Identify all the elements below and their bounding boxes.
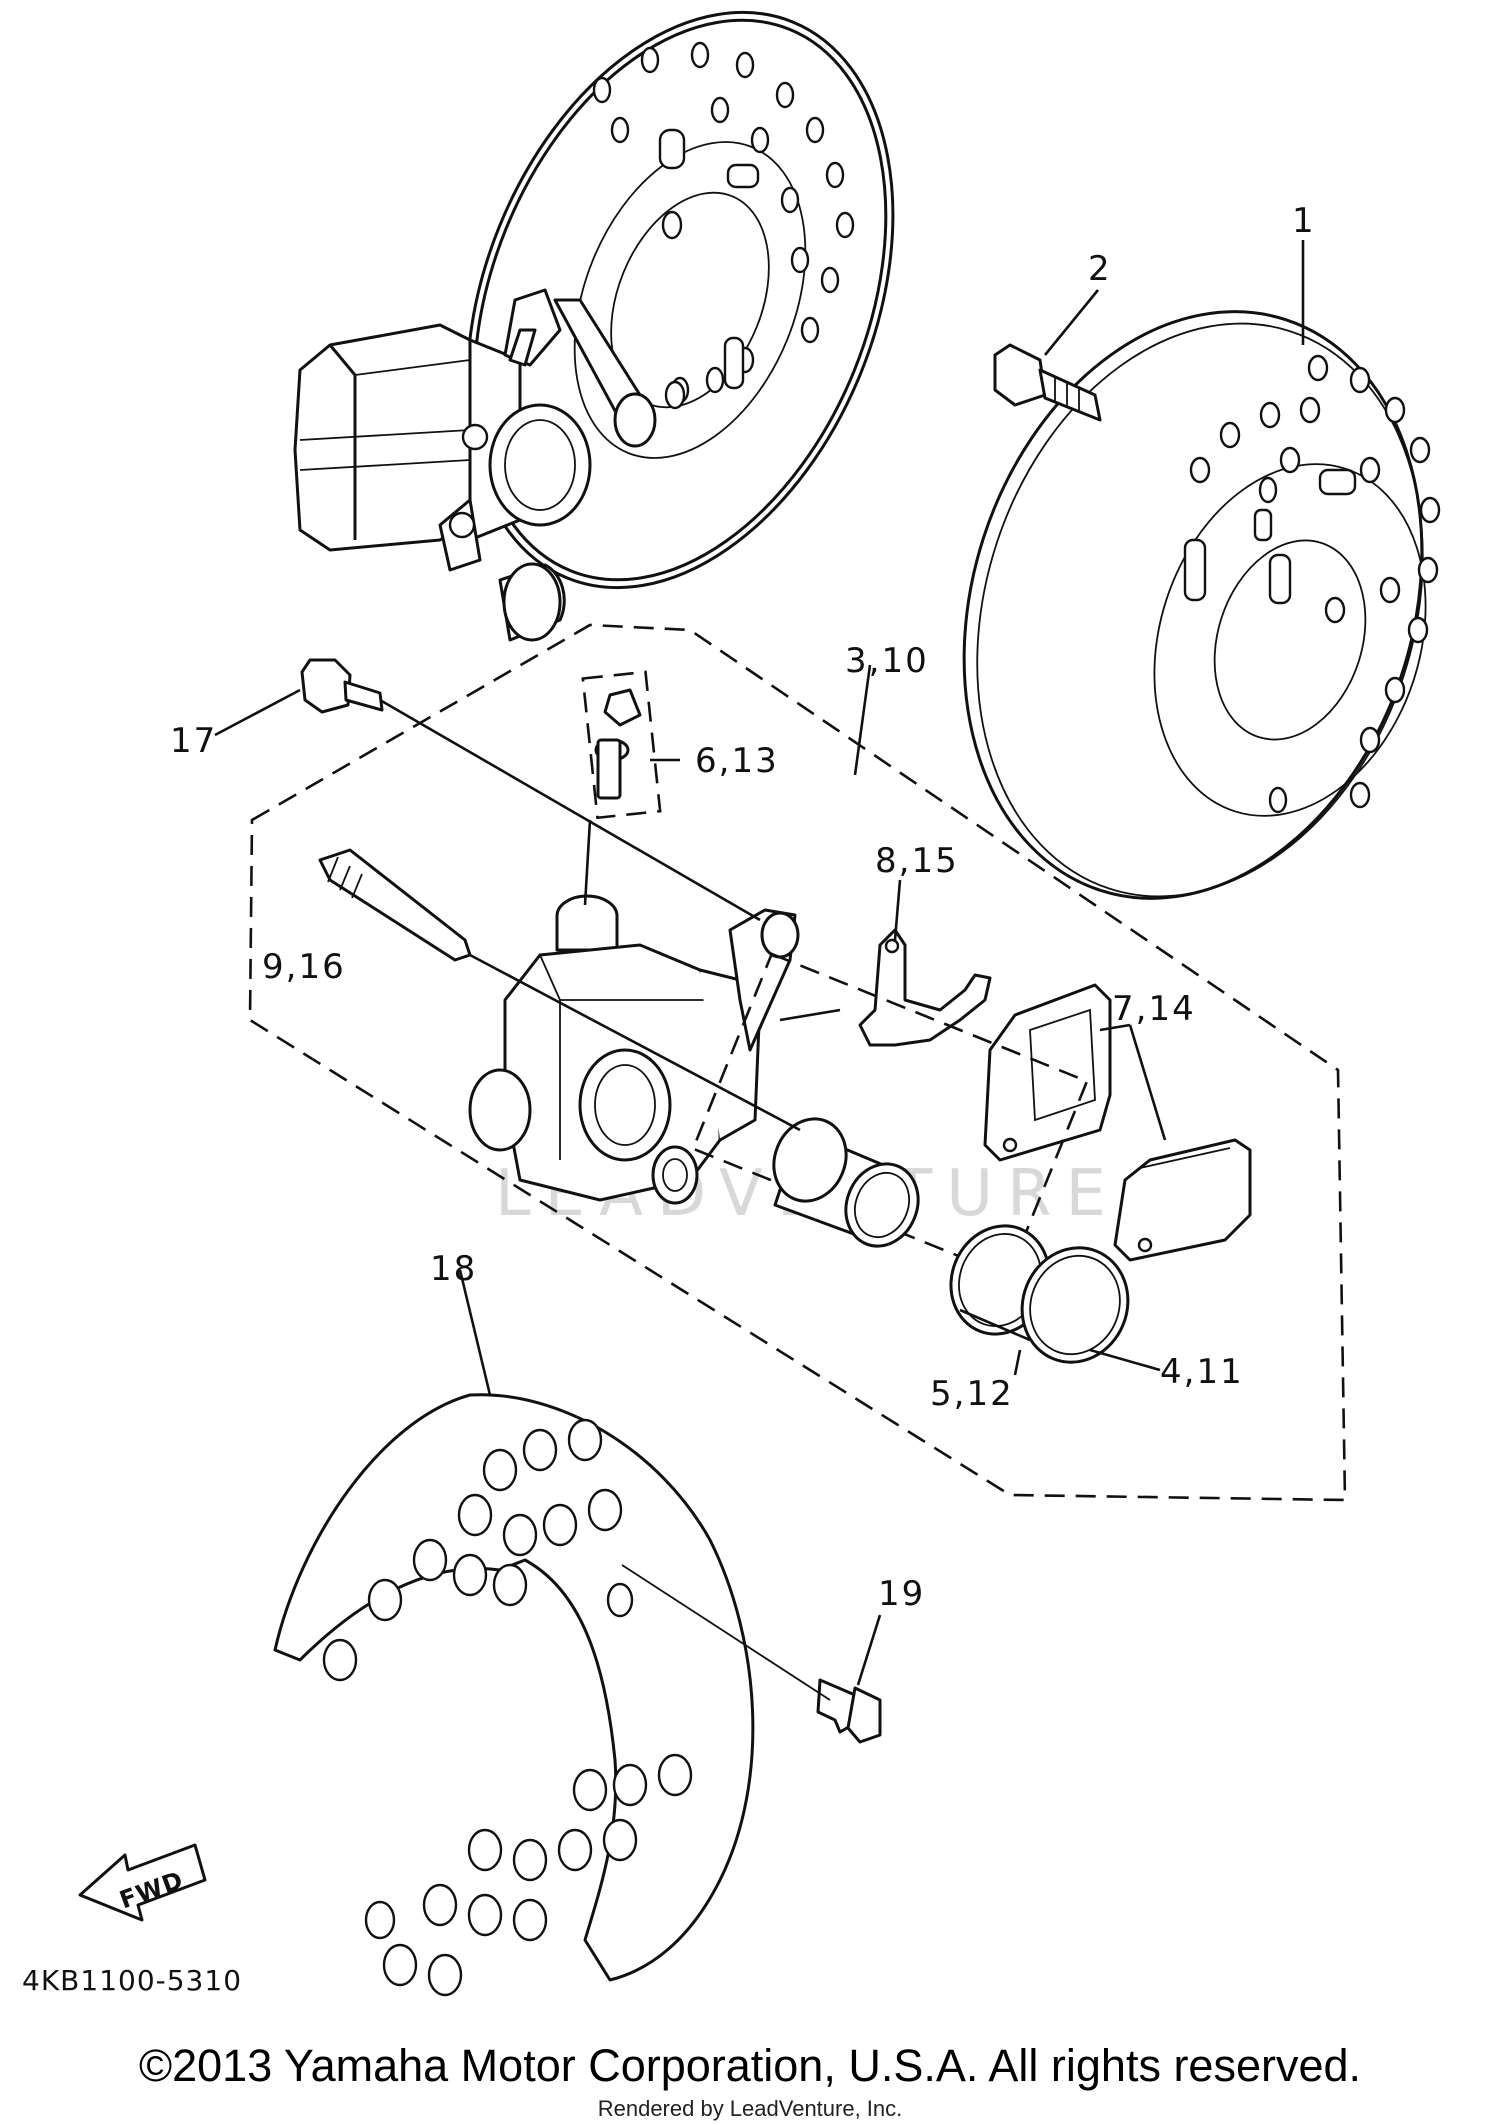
bolt-part-2: [993, 343, 1102, 422]
callout-17: 17: [170, 721, 217, 761]
callout-19: 19: [878, 1574, 925, 1614]
leader-lines: [214, 240, 1305, 1701]
copyright-notice: ©2013 Yamaha Motor Corporation, U.S.A. A…: [138, 2040, 1362, 2091]
diagram-code: 4KB1100-5310: [22, 1964, 242, 1997]
brake-disc-part-1: [962, 310, 1441, 900]
callout-3-10: 3,10: [845, 641, 929, 681]
pad-spring-part-8-15: [858, 928, 992, 1047]
callout-4-11: 4,11: [1160, 1352, 1244, 1392]
rendered-by-notice: Rendered by LeadVenture, Inc.: [597, 2096, 903, 2121]
bolt-part-17: [300, 658, 384, 714]
callout-8-15: 8,15: [875, 841, 959, 881]
callout-9-16: 9,16: [262, 947, 346, 987]
caliper-assembly-frame: [248, 623, 1347, 1502]
disc-guard-part-18: [273, 1393, 755, 1997]
callout-5-12: 5,12: [930, 1374, 1014, 1414]
piston-seal-kit-part-4-11: [691, 952, 1130, 1364]
forward-direction-indicator: FWD: [78, 1843, 207, 1922]
callout-labels: 1 2 3,10 6,13 17 8,15 9,16 7,14 18 5,12 …: [170, 201, 1316, 1614]
caliper-body-part-3-10: [468, 894, 800, 1205]
callout-2: 2: [1088, 249, 1112, 289]
callout-1: 1: [1292, 201, 1316, 241]
bleed-screw-part-6-13: [581, 670, 662, 820]
assembled-brake-illustration: [293, 10, 895, 642]
pin-part-9-16: [318, 848, 472, 962]
bolt-part-19: [816, 1678, 882, 1744]
callout-7-14: 7,14: [1112, 989, 1196, 1029]
callout-18: 18: [430, 1249, 477, 1289]
brake-pads-part-7-14: [983, 983, 1252, 1262]
callout-6-13: 6,13: [695, 741, 779, 781]
